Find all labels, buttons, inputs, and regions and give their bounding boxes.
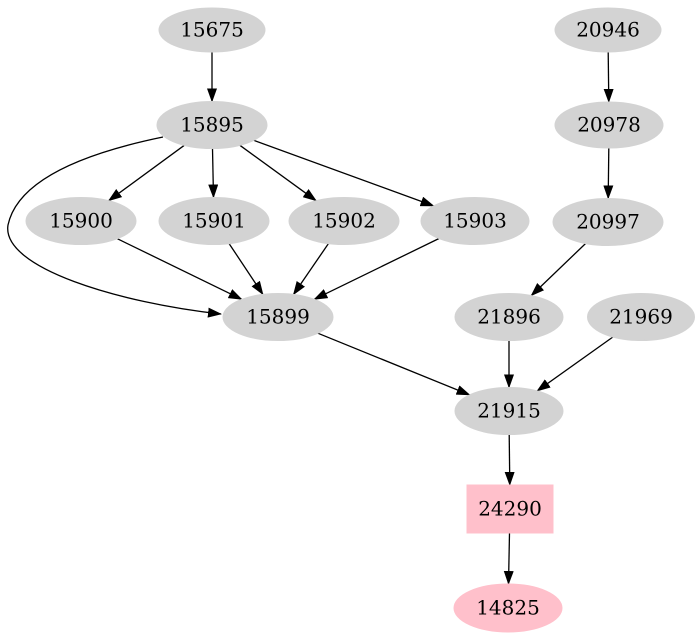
node-15901: 15901 [158, 197, 270, 245]
node-ellipse-15900 [25, 197, 137, 245]
node-label-21896: 21896 [477, 305, 541, 329]
node-ellipse-15899 [222, 293, 334, 341]
node-15902: 15902 [288, 197, 400, 245]
node-box-24290 [466, 484, 554, 534]
edge-20978-20997 [603, 147, 614, 200]
node-label-20946: 20946 [576, 18, 640, 42]
edge-20946-20978 [603, 51, 614, 103]
edge-15895-15901 [208, 148, 219, 199]
node-14825: 14825 [453, 583, 563, 633]
node-label-21969: 21969 [609, 305, 673, 329]
node-label-15675: 15675 [180, 18, 244, 42]
edge-15895-15902 [239, 144, 317, 202]
node-ellipse-15901 [158, 197, 270, 245]
node-label-15902: 15902 [312, 209, 376, 233]
node-label-15895: 15895 [180, 113, 244, 137]
node-label-14825: 14825 [476, 596, 540, 620]
node-ellipse-15902 [288, 197, 400, 245]
node-24290: 24290 [466, 484, 554, 534]
edge-15895-15899 [7, 136, 222, 318]
node-20997: 20997 [552, 198, 664, 246]
node-ellipse-15895 [156, 101, 268, 149]
node-label-15899: 15899 [246, 305, 310, 329]
node-15900: 15900 [25, 197, 137, 245]
node-label-21915: 21915 [477, 399, 541, 423]
edge-15902-15899 [292, 243, 330, 296]
edge-15895-15900 [107, 144, 185, 202]
edge-15895-15903 [253, 139, 435, 207]
node-ellipse-21896 [454, 293, 564, 341]
node-15675: 15675 [158, 7, 266, 53]
node-ellipse-20997 [552, 198, 664, 246]
node-15903: 15903 [420, 197, 530, 245]
node-15899: 15899 [222, 293, 334, 341]
node-ellipse-15903 [420, 197, 530, 245]
node-21915: 21915 [454, 387, 564, 435]
node-21896: 21896 [454, 293, 564, 341]
node-label-15901: 15901 [182, 209, 246, 233]
node-label-24290: 24290 [478, 497, 542, 521]
node-label-20997: 20997 [576, 210, 640, 234]
node-ellipse-14825 [453, 583, 563, 633]
node-ellipse-21915 [454, 387, 564, 435]
node-20946: 20946 [554, 7, 662, 53]
node-20978: 20978 [554, 101, 664, 149]
node-label-15903: 15903 [443, 209, 507, 233]
edge-21969-21915 [536, 336, 614, 392]
edge-15903-15899 [313, 237, 440, 300]
edge-15900-15899 [117, 238, 243, 300]
node-ellipse-20946 [554, 7, 662, 53]
node-label-15900: 15900 [49, 209, 113, 233]
edge-15901-15899 [228, 243, 264, 296]
edge-15899-21915 [317, 332, 471, 396]
edge-21915-24290 [504, 434, 515, 486]
node-ellipse-20978 [554, 101, 664, 149]
node-21969: 21969 [587, 293, 695, 341]
node-ellipse-15675 [158, 7, 266, 53]
node-ellipse-21969 [587, 293, 695, 341]
node-label-20978: 20978 [577, 113, 641, 137]
edge-24290-14825 [503, 532, 514, 585]
node-15895: 15895 [156, 101, 268, 149]
edge-20997-21896 [530, 243, 587, 297]
